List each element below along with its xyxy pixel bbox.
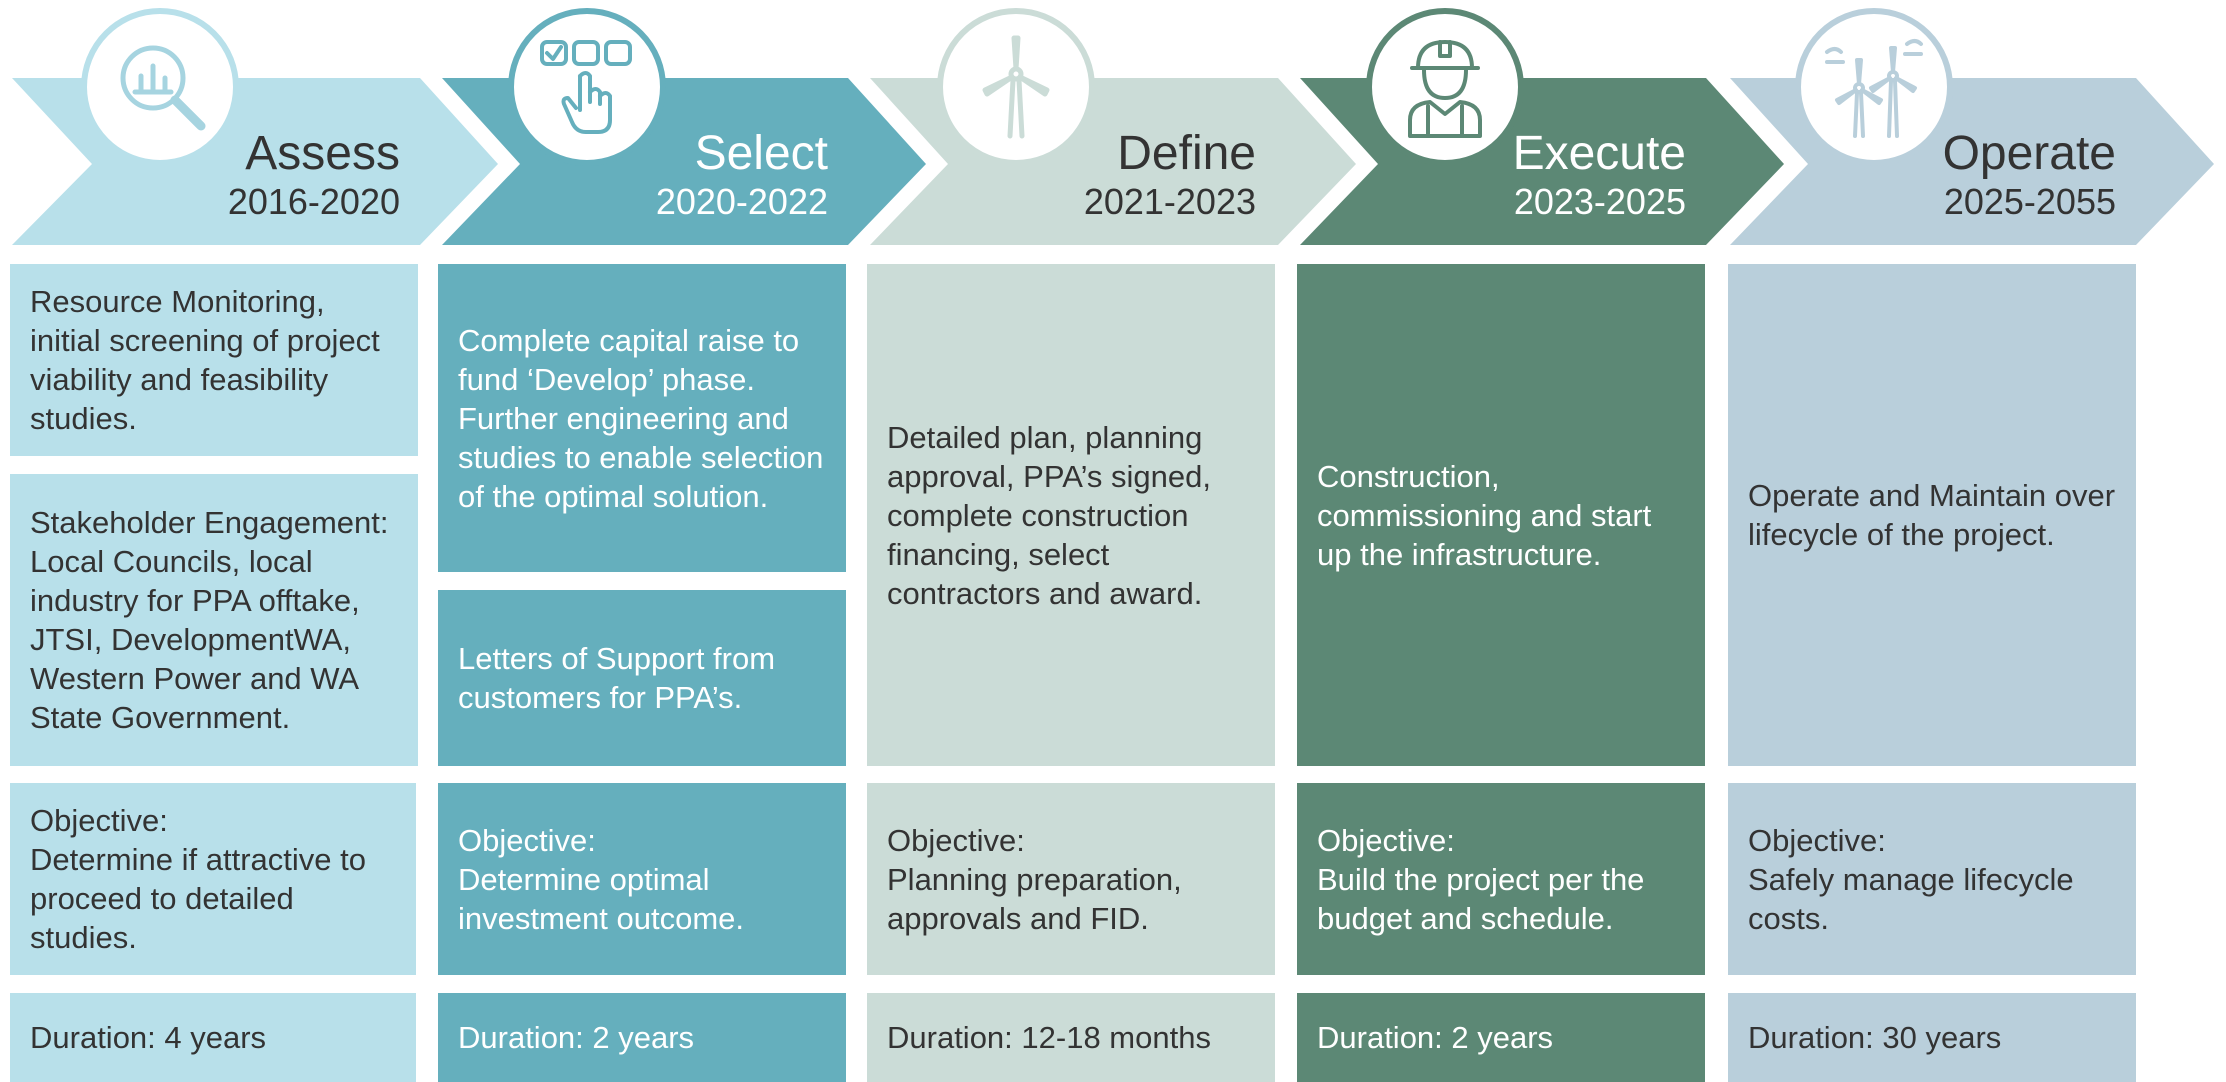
assess-duration-box: Duration: 4 years — [10, 993, 416, 1082]
hand-select-icon — [540, 40, 632, 134]
description-text: Operate and Maintain over lifecycle of t… — [1748, 478, 2116, 552]
objective-text: Safely manage lifecycle costs. — [1748, 861, 2074, 936]
select-icon-circle — [508, 8, 666, 166]
magnifier-chart-icon — [120, 45, 206, 131]
define-duration-box: Duration: 12-18 months — [867, 993, 1275, 1082]
objective-label: Objective: — [30, 803, 168, 838]
objective-label: Objective: — [887, 822, 1025, 858]
phase-name: Select — [694, 127, 828, 180]
operate-objective-box: Objective: Safely manage lifecycle costs… — [1728, 783, 2136, 975]
phase-years: 2023-2025 — [1513, 181, 1686, 222]
select-description-box: Complete capital raise to fund ‘Develop’… — [438, 264, 846, 572]
select-duration-box: Duration: 2 years — [438, 993, 846, 1082]
objective-text: Planning preparation, approvals and FID. — [887, 861, 1182, 936]
objective-label: Objective: — [458, 822, 596, 858]
assess-objective-box: Objective: Determine if attractive to pr… — [10, 783, 416, 975]
operate-description-box: Operate and Maintain over lifecycle of t… — [1728, 264, 2136, 766]
wind-turbines-icon — [1825, 39, 1923, 138]
description-text: Complete capital raise to fund ‘Develop’… — [458, 322, 824, 514]
execute-description-box: Construction, commissioning and start up… — [1297, 264, 1705, 766]
duration-text: Duration: 2 years — [458, 1020, 695, 1055]
objective-text: Build the project per the budget and sch… — [1317, 861, 1645, 936]
phase-name: Assess — [245, 127, 400, 180]
execute-icon-circle — [1366, 8, 1524, 166]
execute-duration-box: Duration: 2 years — [1297, 993, 1705, 1082]
objective-text: Determine optimal investment outcome. — [458, 861, 745, 936]
duration-text: Duration: 30 years — [1748, 1020, 2002, 1055]
construction-worker-icon — [1408, 40, 1482, 138]
define-description-box: Detailed plan, planning approval, PPA’s … — [867, 264, 1275, 766]
assess-stakeholder-box: Stakeholder Engagement: Local Councils, … — [10, 474, 418, 766]
phase-years: 2021-2023 — [1083, 181, 1256, 222]
define-header: Define 2021-2023 — [956, 128, 1256, 224]
assess-description-box: Resource Monitoring, initial screening o… — [10, 264, 418, 456]
operate-header: Operate 2025-2055 — [1816, 128, 2116, 224]
execute-objective-box: Objective: Build the project per the bud… — [1297, 783, 1705, 975]
assess-header: Assess 2016-2020 — [100, 128, 400, 224]
phase-name: Execute — [1512, 127, 1686, 180]
objective-label: Objective: — [1748, 822, 1886, 858]
phase-years: 2016-2020 — [227, 181, 400, 222]
phase-years: 2020-2022 — [655, 181, 828, 222]
wind-turbine-icon — [982, 35, 1050, 139]
select-support-box: Letters of Support from customers for PP… — [438, 590, 846, 766]
define-objective-box: Objective: Planning preparation, approva… — [867, 783, 1275, 975]
description-text: Construction, commissioning and start up… — [1317, 458, 1652, 572]
operate-duration-box: Duration: 30 years — [1728, 993, 2136, 1082]
description-text: Detailed plan, planning approval, PPA’s … — [887, 419, 1211, 611]
description-text: Resource Monitoring, initial screening o… — [30, 284, 380, 436]
duration-text: Duration: 4 years — [30, 1020, 267, 1055]
description-text: Stakeholder Engagement: Local Councils, … — [30, 505, 389, 735]
objective-text: Determine if attractive to proceed to de… — [30, 842, 366, 955]
description-text: Letters of Support from customers for PP… — [458, 641, 776, 715]
duration-text: Duration: 2 years — [1317, 1020, 1554, 1055]
select-header: Select 2020-2022 — [528, 128, 828, 224]
define-icon-circle — [937, 8, 1095, 166]
phase-years: 2025-2055 — [1943, 181, 2116, 222]
select-objective-box: Objective: Determine optimal investment … — [438, 783, 846, 975]
execute-header: Execute 2023-2025 — [1386, 128, 1686, 224]
operate-icon-circle — [1795, 8, 1953, 166]
phase-name: Define — [1117, 127, 1256, 180]
objective-label: Objective: — [1317, 822, 1455, 858]
duration-text: Duration: 12-18 months — [887, 1020, 1211, 1055]
phase-name: Operate — [1942, 127, 2116, 180]
assess-icon-circle — [81, 8, 239, 166]
